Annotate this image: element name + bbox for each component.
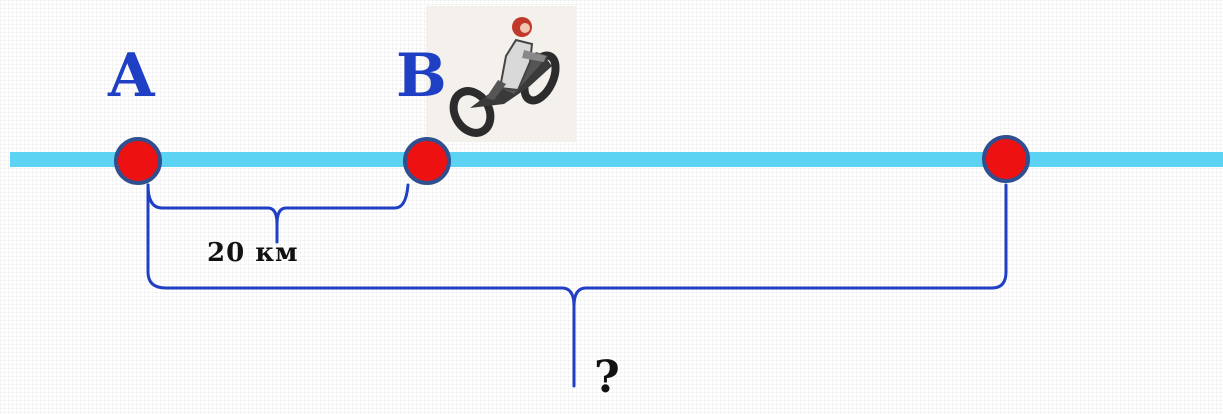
point-b-marker (403, 137, 451, 185)
motorcyclist-icon (426, 6, 576, 142)
point-a-label: A (108, 41, 155, 111)
total-distance-brace (146, 183, 1008, 388)
ab-distance-label: 20 км (207, 238, 299, 268)
point-a-marker (114, 137, 162, 185)
road-line (10, 152, 1223, 167)
ab-distance-brace (146, 183, 410, 244)
point-b-label: B (396, 41, 447, 111)
point-c-marker (982, 135, 1030, 183)
total-distance-question: ? (594, 352, 620, 403)
